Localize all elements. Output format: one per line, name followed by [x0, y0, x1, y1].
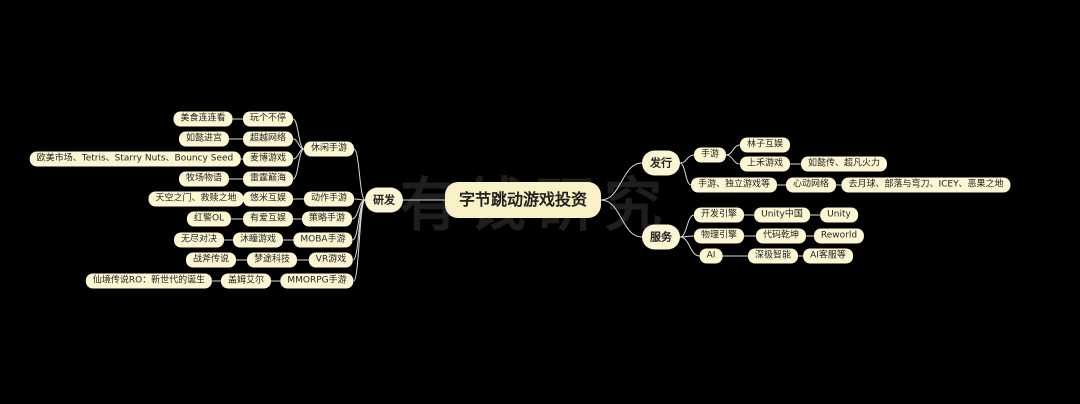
link-branch-service-to-service-ai-node	[679, 236, 700, 257]
dev-vr-game[interactable]: 战斧传说	[185, 252, 237, 268]
root-node[interactable]: 字节跳动游戏投资	[444, 182, 602, 218]
link-branch-dev-to-dev-casual-node	[353, 148, 366, 201]
publish-mobile-company-2[interactable]: 上禾游戏	[739, 156, 791, 172]
service-physics-node[interactable]: 物理引擎	[693, 228, 745, 244]
dev-casual-game-4[interactable]: 牧场物语	[178, 171, 230, 187]
link-root-node-to-branch-publish	[600, 162, 643, 201]
service-physics-company[interactable]: 代码乾坤	[755, 228, 807, 244]
dev-casual-company-4[interactable]: 雷霆巅海	[242, 171, 294, 187]
branch-publish[interactable]: 发行	[642, 150, 680, 176]
service-ai-product[interactable]: AI客服等	[803, 248, 853, 264]
dev-strategy-company[interactable]: 有爱互娱	[242, 211, 294, 227]
dev-vr-node[interactable]: VR游戏	[308, 252, 354, 268]
service-physics-product[interactable]: Reworld	[813, 228, 865, 244]
dev-casual-game-3[interactable]: 欧美市场、Tetris、Starry Nuts、Bouncy Seed	[29, 151, 241, 167]
branch-service[interactable]: 服务	[642, 224, 680, 250]
dev-mmorpg-game[interactable]: 仙境传说RO：新世代的诞生	[85, 273, 213, 289]
dev-mmorpg-company[interactable]: 盖姆艾尔	[220, 273, 272, 289]
link-root-node-to-branch-service	[600, 199, 643, 238]
service-ai-company[interactable]: 深极智能	[747, 248, 799, 264]
branch-dev[interactable]: 研发	[365, 187, 403, 213]
dev-casual-company-2[interactable]: 超越网络	[242, 131, 294, 147]
dev-action-game[interactable]: 天空之门、救赎之地	[148, 191, 244, 207]
link-publish-mobile-node-to-publish-mobile-company-1	[725, 144, 741, 156]
link-branch-publish-to-publish-indie-node	[679, 162, 692, 186]
publish-mobile-game-2[interactable]: 如懿传、超凡火力	[800, 156, 888, 172]
link-dev-casual-node-to-dev-casual-company-1	[292, 118, 305, 150]
dev-action-node[interactable]: 动作手游	[303, 191, 355, 207]
publish-indie-node[interactable]: 手游、独立游戏等	[690, 177, 778, 193]
dev-mmorpg-node[interactable]: MMORPG手游	[280, 273, 354, 289]
dev-action-company[interactable]: 悠米互娱	[242, 191, 294, 207]
dev-casual-game-1[interactable]: 美食连连看	[173, 111, 233, 127]
publish-indie-games[interactable]: 去月球、部落与弯刀、ICEY、恶果之地	[841, 177, 1011, 193]
service-engine-node[interactable]: 开发引擎	[693, 207, 745, 223]
service-ai-node[interactable]: AI	[699, 248, 723, 264]
dev-casual-game-2[interactable]: 如懿进宫	[178, 131, 230, 147]
link-publish-mobile-node-to-publish-mobile-company-2	[725, 154, 741, 165]
link-branch-service-to-service-engine-node	[679, 214, 695, 238]
dev-moba-company[interactable]: 沐瞳游戏	[232, 232, 284, 248]
dev-casual-company-3[interactable]: 麦博游戏	[242, 151, 294, 167]
dev-moba-node[interactable]: MOBA手游	[293, 232, 353, 248]
service-engine-product[interactable]: Unity	[820, 207, 858, 223]
publish-mobile-company-1[interactable]: 林子互娱	[739, 137, 791, 153]
link-dev-casual-node-to-dev-casual-company-4	[292, 148, 305, 180]
dev-casual-node[interactable]: 休闲手游	[303, 141, 355, 157]
service-engine-company[interactable]: Unity中国	[754, 207, 810, 223]
link-branch-dev-to-dev-mmorpg-node	[353, 199, 366, 282]
dev-strategy-node[interactable]: 策略手游	[301, 211, 353, 227]
dev-strategy-game[interactable]: 红警OL	[186, 211, 232, 227]
dev-vr-company[interactable]: 梦途科技	[246, 252, 298, 268]
dev-casual-company-1[interactable]: 玩个不停	[242, 111, 294, 127]
publish-mobile-node[interactable]: 手游	[693, 147, 727, 163]
dev-moba-game[interactable]: 无尽对决	[173, 232, 225, 248]
publish-indie-company[interactable]: 心动网络	[785, 177, 837, 193]
link-branch-publish-to-publish-mobile-node	[679, 154, 695, 164]
link-dev-casual-node-to-dev-casual-company-2	[292, 138, 305, 150]
